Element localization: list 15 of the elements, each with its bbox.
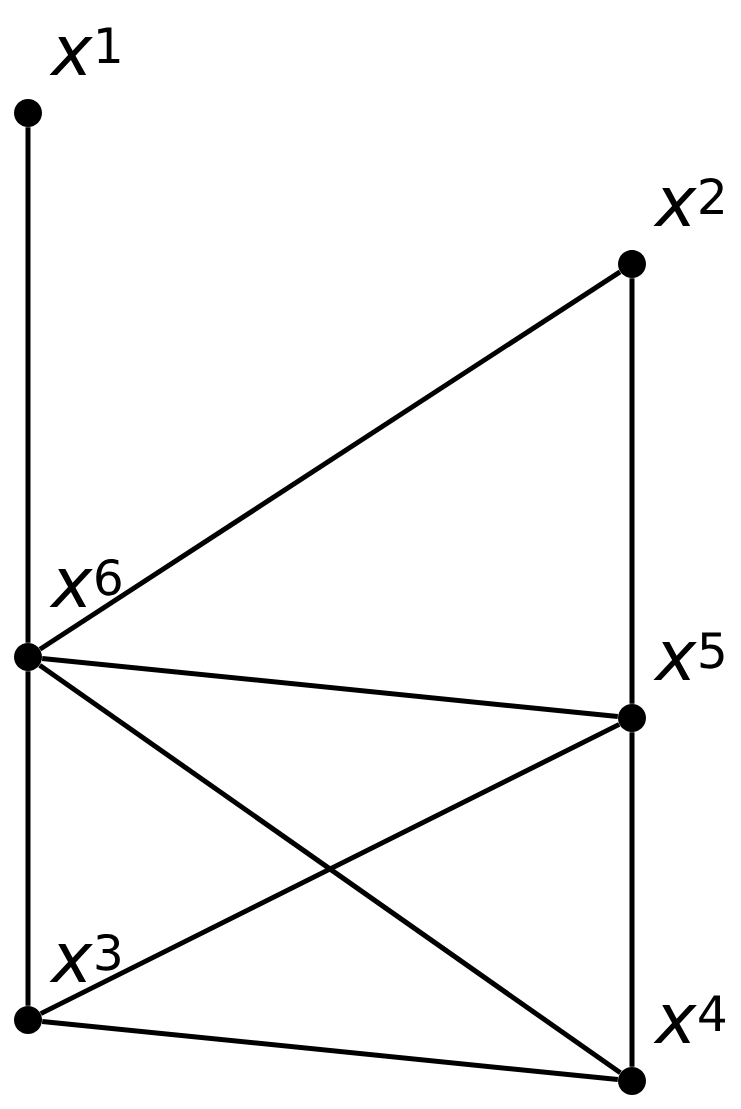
vertex-label: x$^{6}$ — [49, 558, 121, 607]
connector-line — [41, 1018, 619, 1083]
connector-line — [38, 663, 622, 1075]
connector-line — [25, 127, 31, 643]
vertex-label: x$^{2}$ — [653, 177, 723, 226]
connector-line — [629, 732, 635, 1067]
vertex-label: x$^{3}$ — [49, 933, 120, 982]
connector-line — [25, 671, 31, 1006]
connector-line — [629, 278, 635, 704]
vertex-label: x$^{5}$ — [653, 632, 724, 680]
connector-line — [39, 722, 621, 1016]
connector-line — [41, 655, 619, 720]
vertex-label: x$^{4}$ — [653, 995, 725, 1043]
vertex-label: x$^{1}$ — [49, 27, 120, 75]
connector-line — [38, 269, 622, 652]
